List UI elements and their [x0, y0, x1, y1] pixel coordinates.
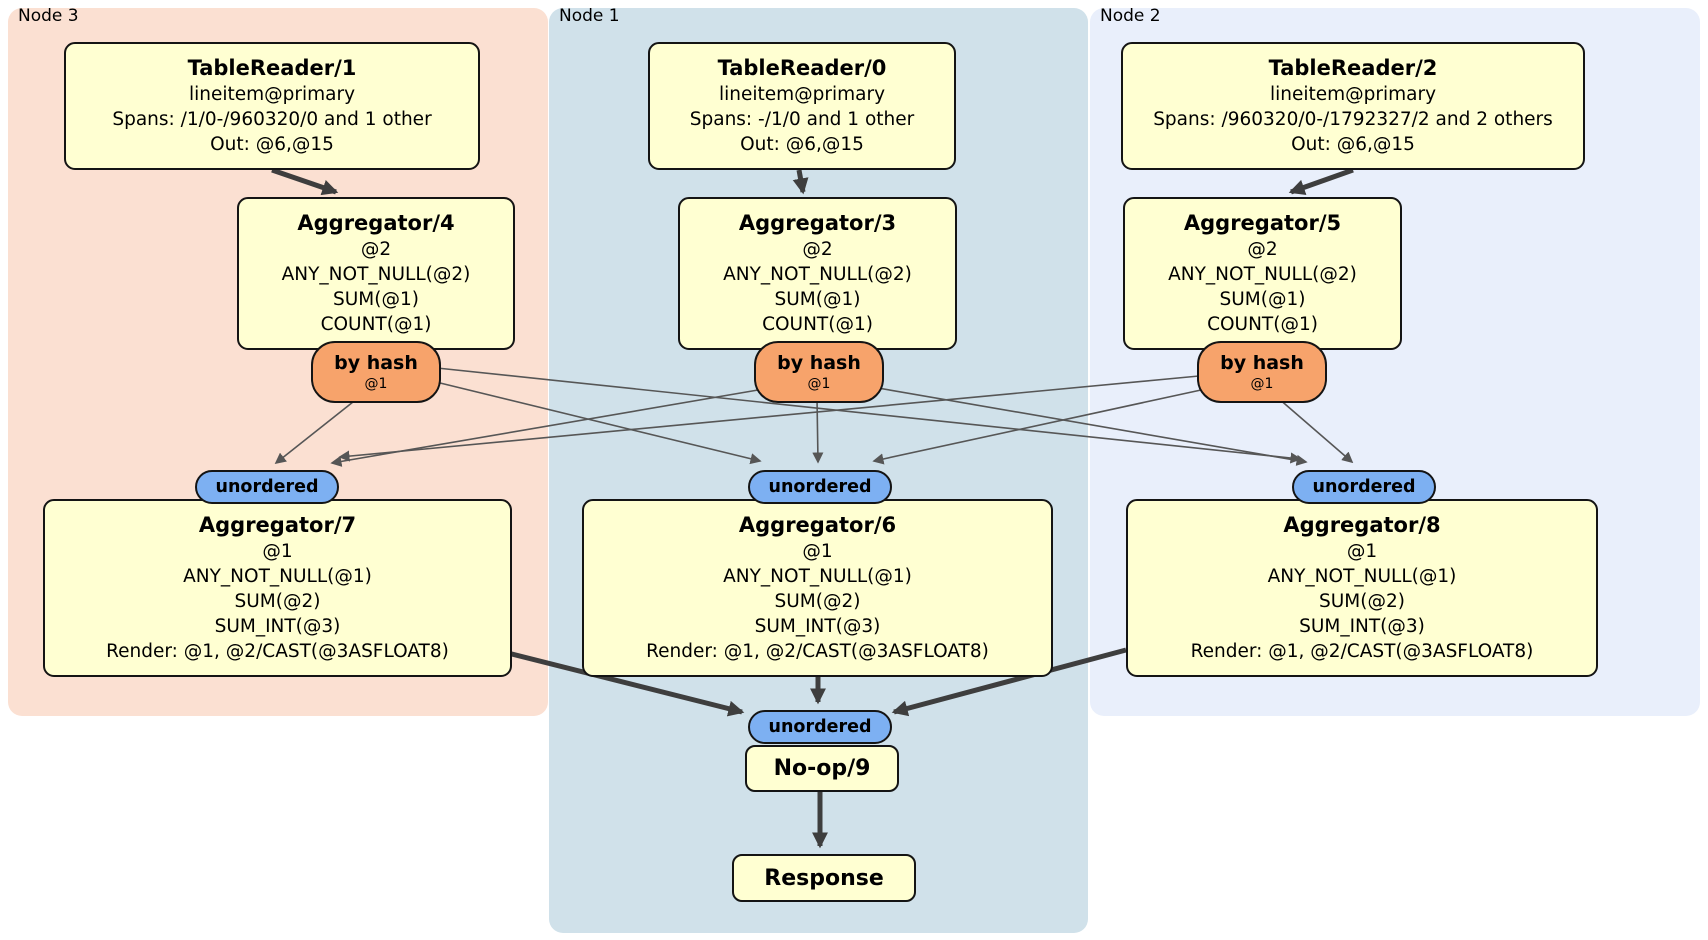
processor-detail: SUM(@2): [1319, 591, 1405, 612]
processor-detail: ANY_NOT_NULL(@2): [281, 264, 471, 285]
processor-detail: @1: [802, 541, 833, 562]
processor-detail: SUM_INT(@3): [1299, 616, 1425, 637]
router-label: by hash: [777, 351, 861, 374]
processor-detail: @2: [1247, 239, 1278, 260]
processor-detail: Out: @6,@15: [740, 134, 864, 155]
processor-detail: SUM(@1): [333, 289, 419, 310]
sync-unordered-final: unordered: [748, 710, 892, 744]
router-label: by hash: [1220, 351, 1304, 374]
processor-detail: SUM_INT(@3): [214, 616, 341, 637]
processor-detail: lineitem@primary: [188, 84, 356, 105]
region-label-node1: Node 1: [559, 6, 620, 26]
router-detail: @1: [1250, 375, 1274, 392]
router-detail: @1: [807, 375, 831, 392]
processor-title: Aggregator/6: [738, 513, 897, 537]
processor-detail: Render: @1, @2/CAST(@3ASFLOAT8): [106, 641, 449, 662]
processor-detail: @2: [360, 239, 392, 260]
processor-detail: COUNT(@1): [762, 314, 873, 335]
processor-tablereader-0: TableReader/0 lineitem@primary Spans: -/…: [648, 42, 956, 170]
processor-detail: SUM(@2): [234, 591, 321, 612]
processor-tablereader-1: TableReader/1 lineitem@primary Spans: /1…: [64, 42, 480, 170]
processor-title: TableReader/0: [717, 56, 887, 80]
processor-detail: Out: @6,@15: [210, 134, 334, 155]
processor-detail: Render: @1, @2/CAST(@3ASFLOAT8): [646, 641, 989, 662]
processor-title: TableReader/1: [187, 56, 357, 80]
response-node: Response: [732, 854, 916, 902]
processor-detail: ANY_NOT_NULL(@1): [723, 566, 912, 587]
router-by-hash-5: by hash @1: [1197, 341, 1327, 403]
processor-detail: @1: [1346, 541, 1378, 562]
processor-title: Aggregator/5: [1183, 211, 1342, 235]
processor-aggregator-5: Aggregator/5 @2 ANY_NOT_NULL(@2) SUM(@1)…: [1123, 197, 1402, 350]
processor-detail: @2: [802, 239, 833, 260]
processor-detail: Spans: -/1/0 and 1 other: [689, 109, 915, 130]
processor-title: Aggregator/4: [297, 211, 455, 235]
sync-unordered-node2: unordered: [1292, 470, 1436, 504]
processor-aggregator-8: Aggregator/8 @1 ANY_NOT_NULL(@1) SUM(@2)…: [1126, 499, 1598, 677]
processor-tablereader-2: TableReader/2 lineitem@primary Spans: /9…: [1121, 42, 1585, 170]
processor-detail: SUM(@1): [1219, 289, 1306, 310]
processor-detail: ANY_NOT_NULL(@2): [723, 264, 912, 285]
region-label-node3: Node 3: [18, 6, 79, 26]
processor-aggregator-4: Aggregator/4 @2 ANY_NOT_NULL(@2) SUM(@1)…: [237, 197, 515, 350]
processor-detail: lineitem@primary: [1269, 84, 1437, 105]
processor-detail: Render: @1, @2/CAST(@3ASFLOAT8): [1190, 641, 1534, 662]
router-detail: @1: [364, 375, 388, 392]
processor-detail: SUM(@2): [774, 591, 861, 612]
processor-detail: Spans: /960320/0-/1792327/2 and 2 others: [1153, 109, 1553, 130]
processor-title: Aggregator/8: [1283, 513, 1441, 537]
processor-aggregator-3: Aggregator/3 @2 ANY_NOT_NULL(@2) SUM(@1)…: [678, 197, 957, 350]
router-label: by hash: [334, 351, 418, 374]
processor-detail: COUNT(@1): [320, 314, 432, 335]
processor-detail: ANY_NOT_NULL(@1): [183, 566, 372, 587]
processor-detail: SUM_INT(@3): [754, 616, 881, 637]
processor-detail: ANY_NOT_NULL(@2): [1168, 264, 1357, 285]
processor-detail: SUM(@1): [774, 289, 861, 310]
router-by-hash-4: by hash @1: [311, 341, 441, 403]
processor-detail: Out: @6,@15: [1291, 134, 1415, 155]
processor-detail: lineitem@primary: [718, 84, 886, 105]
region-label-node2: Node 2: [1100, 6, 1161, 26]
processor-aggregator-6: Aggregator/6 @1 ANY_NOT_NULL(@1) SUM(@2)…: [582, 499, 1053, 677]
sync-unordered-node3: unordered: [195, 470, 339, 504]
processor-detail: @1: [262, 541, 293, 562]
sync-unordered-node1: unordered: [748, 470, 892, 504]
router-by-hash-3: by hash @1: [754, 341, 884, 403]
processor-title: Aggregator/7: [198, 513, 357, 537]
processor-detail: COUNT(@1): [1207, 314, 1318, 335]
processor-noop-9: No-op/9: [745, 745, 899, 792]
processor-detail: Spans: /1/0-/960320/0 and 1 other: [112, 109, 432, 130]
processor-title: Aggregator/3: [738, 211, 897, 235]
processor-title: TableReader/2: [1268, 56, 1438, 80]
processor-detail: ANY_NOT_NULL(@1): [1267, 566, 1457, 587]
processor-aggregator-7: Aggregator/7 @1 ANY_NOT_NULL(@1) SUM(@2)…: [43, 499, 512, 677]
